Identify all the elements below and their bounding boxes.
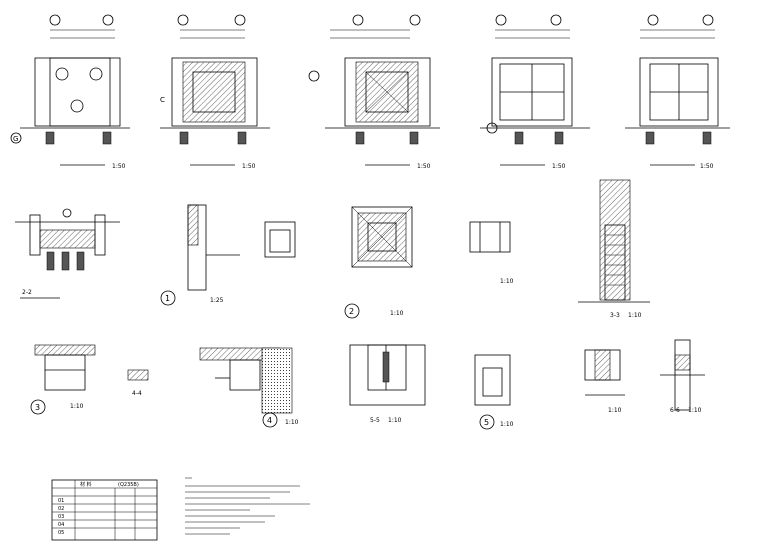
material-row-3: 03 <box>58 514 64 520</box>
section-label-2-2: 2-2 <box>22 289 32 296</box>
material-table-col1: 材 料 <box>80 481 92 488</box>
detail-2: 2 1:10 1:10 <box>344 206 514 319</box>
scale-detail-5: 1:10 <box>500 421 514 428</box>
scale-section-5-5: 1:10 <box>388 417 402 424</box>
scale-detail-2b: 1:10 <box>500 278 514 285</box>
scale-plan-3: 1:50 <box>417 163 431 170</box>
detail-5: 5 1:10 <box>474 354 514 430</box>
section-3-3: 3-3 1:10 <box>578 179 650 319</box>
scale-detail-2: 1:10 <box>390 310 404 317</box>
scale-section-6-6: 1:10 <box>688 407 702 414</box>
detail-3: 4-4 3 1:10 <box>30 344 149 415</box>
axis-label-c-2: C <box>160 96 165 104</box>
material-row-1: 01 <box>58 498 64 504</box>
section-label-3-3: 3-3 <box>610 312 620 319</box>
scale-section-3-3: 1:10 <box>628 312 642 319</box>
scale-plan-2: 1:50 <box>242 163 256 170</box>
detail-number-1: 1 <box>165 294 170 303</box>
detail-4: 4 1:10 <box>199 347 299 428</box>
plan-5: 1:50 <box>625 14 730 170</box>
scale-detail-6: 1:10 <box>608 407 622 414</box>
plan-3: 1:50 <box>308 14 440 170</box>
material-table: 材 料 (Q235B) 01 02 03 04 05 <box>51 479 158 541</box>
material-row-4: 04 <box>58 522 64 528</box>
axis-label-g-1: G <box>13 135 18 143</box>
material-table-col2: (Q235B) <box>118 482 139 488</box>
detail-number-4: 4 <box>267 416 272 425</box>
notes-block <box>185 477 310 535</box>
plan-4: 1:50 <box>480 14 590 170</box>
scale-detail-4: 1:10 <box>285 419 299 426</box>
detail-number-5: 5 <box>484 418 489 427</box>
detail-6: 1:10 <box>584 349 625 414</box>
plan-2: C 1:50 <box>160 14 270 170</box>
section-2-2: 2-2 <box>15 208 120 299</box>
section-label-6-6: 6-6 <box>670 407 680 414</box>
material-row-5: 05 <box>58 530 64 536</box>
material-row-2: 02 <box>58 506 64 512</box>
section-label-5-5: 5-5 <box>370 417 380 424</box>
scale-plan-4: 1:50 <box>552 163 566 170</box>
section-6-6: 6-6 1:10 <box>660 339 705 414</box>
scale-plan-1: 1:50 <box>112 163 126 170</box>
scale-detail-3: 1:10 <box>70 403 84 410</box>
scale-plan-5: 1:50 <box>700 163 714 170</box>
detail-number-3: 3 <box>35 403 40 412</box>
detail-1: 1 1:25 <box>160 204 296 306</box>
detail-number-2: 2 <box>349 307 354 316</box>
section-5-5: 5-5 1:10 <box>349 344 426 424</box>
section-label-4-4: 4-4 <box>132 390 142 397</box>
scale-detail-1: 1:25 <box>210 297 224 304</box>
plan-1: G 1:50 <box>10 14 130 170</box>
